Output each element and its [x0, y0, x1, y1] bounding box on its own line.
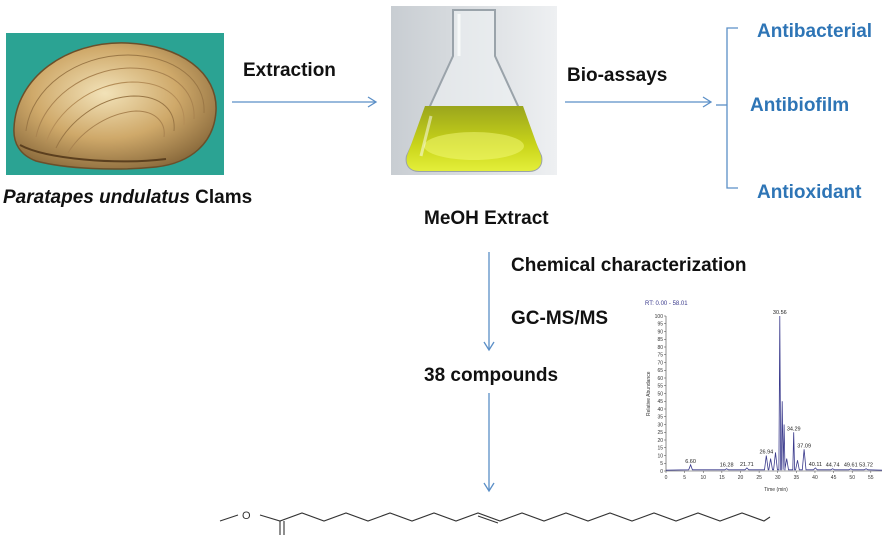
chart-xlabel: Time (min)	[764, 487, 788, 493]
compounds-arrow-head	[483, 482, 495, 493]
y-tick-label: 55	[657, 384, 663, 390]
chart-title: RT: 0.00 - 58.01	[645, 301, 688, 307]
chart-ticks: 0510152025303540455055606570758085909510…	[655, 314, 874, 481]
species-caption: Paratapes undulatus Clams	[3, 187, 252, 209]
y-tick-label: 95	[657, 322, 663, 328]
y-tick-label: 0	[660, 469, 663, 475]
x-tick-label: 50	[849, 475, 855, 481]
bioassay-arrow-head	[702, 96, 713, 108]
clam-photo	[6, 33, 224, 175]
assay-antioxidant: Antioxidant	[757, 182, 862, 203]
y-tick-label: 25	[657, 430, 663, 436]
y-tick-label: 20	[657, 438, 663, 444]
clam-shell-graphic	[13, 42, 217, 170]
peak-label: 44.74	[826, 463, 840, 469]
y-tick-label: 35	[657, 415, 663, 421]
y-tick-label: 85	[657, 337, 663, 343]
chart-axes	[665, 316, 882, 472]
peak-labels: 6.60 16.28 21.71 26.94 30.56 34.29 37.09 40.11 4…	[685, 310, 873, 469]
y-tick-label: 80	[657, 345, 663, 351]
assay-antibiofilm: Antibiofilm	[750, 95, 850, 116]
peak-label: 34.29	[787, 426, 801, 432]
y-tick-label: 10	[657, 453, 663, 459]
peak-label: 6.60	[685, 459, 696, 465]
molecule-structure: O	[219, 510, 771, 535]
bioassays-label: Bio-assays	[567, 65, 668, 86]
extraction-label: Extraction	[243, 60, 336, 81]
species-name: Paratapes undulatus	[3, 187, 190, 208]
y-tick-label: 15	[657, 446, 663, 452]
x-tick-label: 10	[700, 475, 706, 481]
assay-antibacterial: Antibacterial	[757, 21, 873, 42]
y-tick-label: 45	[657, 399, 663, 405]
x-tick-label: 55	[868, 475, 874, 481]
x-tick-label: 40	[812, 475, 818, 481]
extraction-arrow-head	[367, 96, 378, 108]
species-suffix: Clams	[189, 187, 253, 208]
peak-label: 21.71	[740, 462, 754, 468]
x-tick-label: 15	[719, 475, 725, 481]
x-tick-label: 30	[775, 475, 781, 481]
chemical-characterization-label: Chemical characterization	[511, 255, 747, 276]
oxygen-atom: O	[242, 510, 251, 522]
x-tick-label: 5	[683, 475, 686, 481]
peak-label: 26.94	[759, 450, 773, 456]
y-tick-label: 100	[655, 314, 664, 320]
peak-label: 53.72	[859, 463, 873, 469]
peak-label: 49.61	[844, 463, 858, 469]
y-tick-label: 60	[657, 376, 663, 382]
y-tick-label: 30	[657, 422, 663, 428]
x-tick-label: 25	[756, 475, 762, 481]
y-tick-label: 5	[660, 461, 663, 467]
assay-bracket	[726, 27, 738, 189]
chromatogram-trace	[665, 315, 883, 471]
meoh-extract-label: MeOH Extract	[424, 208, 549, 229]
y-tick-label: 90	[657, 329, 663, 335]
x-tick-label: 35	[794, 475, 800, 481]
y-tick-label: 70	[657, 360, 663, 366]
characterization-arrow-head	[483, 341, 495, 352]
compounds-label: 38 compounds	[424, 365, 559, 386]
y-tick-label: 40	[657, 407, 663, 413]
peak-label: 16.28	[720, 463, 734, 469]
peak-label: 37.09	[797, 443, 811, 449]
flask-graphic	[391, 6, 557, 175]
x-tick-label: 45	[831, 475, 837, 481]
y-tick-label: 75	[657, 353, 663, 359]
peak-label: 30.56	[773, 310, 787, 316]
x-tick-label: 0	[665, 475, 668, 481]
chart-ylabel: Relative Abundance	[646, 371, 652, 416]
x-tick-label: 20	[738, 475, 744, 481]
peak-label: 40.11	[809, 462, 822, 468]
y-tick-label: 50	[657, 391, 663, 397]
flask-photo	[391, 6, 557, 175]
gcms-label: GC-MS/MS	[511, 308, 609, 329]
y-tick-label: 65	[657, 368, 663, 374]
chromatogram-chart: RT: 0.00 - 58.01 Relative Abundance Time…	[645, 301, 883, 493]
